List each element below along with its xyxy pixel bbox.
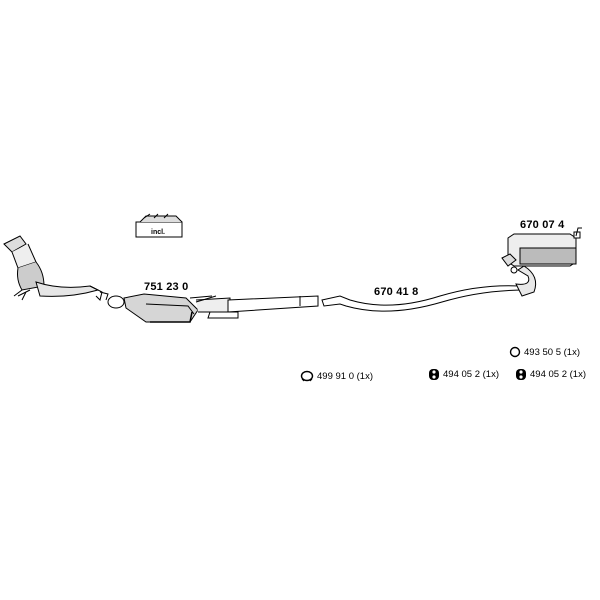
rubber-hanger-icon (516, 369, 526, 380)
mounting-kit-box-icon (135, 213, 183, 238)
fitting-item[interactable]: 494 05 2 (1x) (428, 368, 499, 381)
rubber-hanger-icon (429, 369, 439, 380)
fitting-code: 494 05 2 (1x) (530, 369, 586, 380)
front-downpipe-drawing (3, 235, 109, 301)
fitting-code: 493 50 5 (1x) (524, 346, 580, 358)
middle-pipe-drawing (321, 265, 537, 312)
gasket-ring-icon (300, 370, 314, 382)
part-number-catalyst[interactable]: 751 23 0 (144, 281, 189, 293)
part-number-rear-silencer[interactable]: 670 07 4 (520, 219, 565, 231)
fitting-item[interactable]: 494 05 2 (1x) (515, 368, 586, 381)
fitting-item[interactable]: 493 50 5 (1x) (509, 346, 580, 358)
fitting-code: 494 05 2 (1x) (443, 369, 499, 380)
kit-included-label: incl. (151, 229, 166, 236)
part-number-middle-pipe[interactable]: 670 41 8 (374, 286, 419, 298)
clamp-ring-icon (509, 346, 521, 358)
catalyst-drawing (107, 293, 319, 323)
fitting-item[interactable]: 499 91 0 (1x) (300, 370, 373, 382)
fitting-code: 499 91 0 (1x) (317, 370, 373, 382)
rear-silencer-drawing (501, 227, 582, 274)
